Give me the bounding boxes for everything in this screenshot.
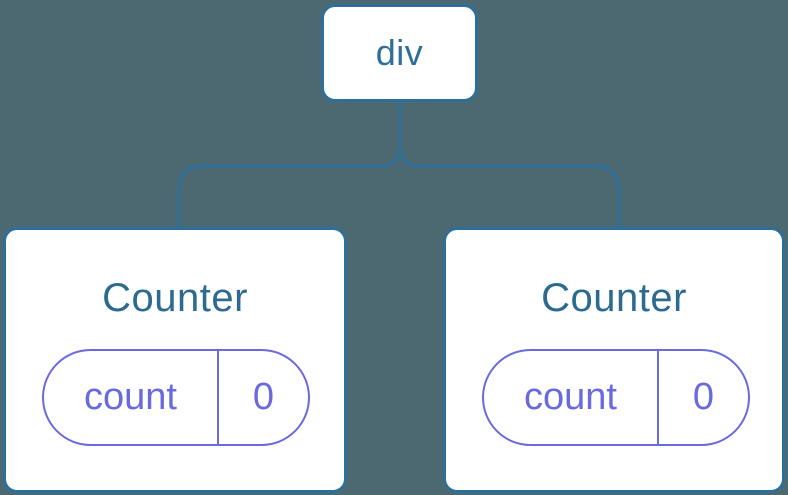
- counter-label: Counter: [541, 276, 687, 320]
- counter-label: Counter: [102, 276, 248, 320]
- root-node-div: div: [321, 4, 478, 102]
- connector-right-branch: [398, 99, 621, 229]
- connector-left-branch: [177, 99, 402, 229]
- state-pill: count 0: [482, 349, 750, 446]
- state-key-cell: count: [484, 351, 659, 444]
- counter-card-right: Counter count 0: [443, 227, 785, 493]
- state-key-cell: count: [44, 351, 219, 444]
- state-key: count: [524, 376, 617, 418]
- state-value-cell: 0: [659, 351, 748, 444]
- state-value: 0: [692, 376, 715, 418]
- state-value: 0: [252, 376, 275, 418]
- state-pill: count 0: [42, 349, 310, 446]
- root-node-label: div: [375, 32, 424, 73]
- state-value-cell: 0: [219, 351, 308, 444]
- counter-card-left: Counter count 0: [3, 227, 347, 493]
- state-key: count: [84, 376, 177, 418]
